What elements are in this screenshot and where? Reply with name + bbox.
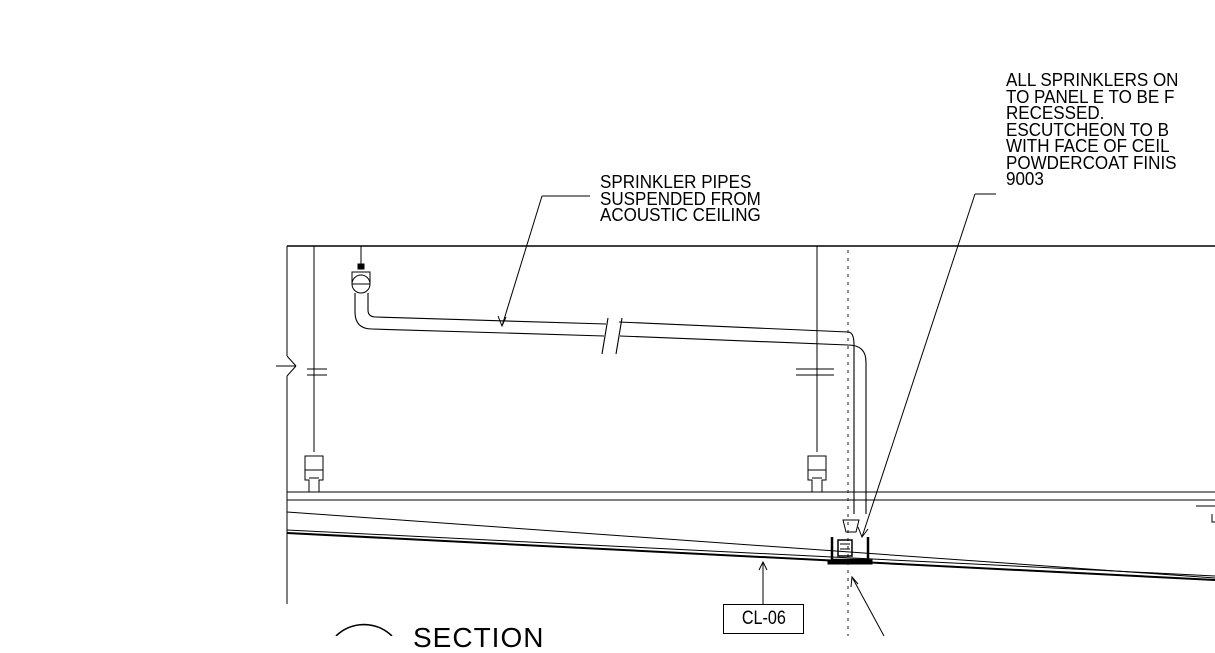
- leader-sprinklers: [857, 193, 996, 539]
- sprinkler-head: [827, 519, 873, 565]
- leader-escutcheon: [850, 575, 885, 636]
- note-line: TO PANEL E TO BE F: [1006, 85, 1175, 107]
- note-line: RECESSED.: [1006, 102, 1105, 123]
- note-line: SUSPENDED FROM: [600, 187, 761, 209]
- note-all-sprinklers: ALL SPRINKLERS ON TO PANEL E TO BE F REC…: [1006, 69, 1179, 189]
- section-drawing: [276, 193, 1215, 636]
- sprinkler-pipe: [354, 293, 867, 514]
- hanger-wire-right: [796, 246, 834, 452]
- hanger-wire-left: [307, 246, 327, 452]
- note-line: POWDERCOAT FINIS: [1006, 151, 1177, 173]
- note-line: ACOUSTIC CEILING: [600, 204, 761, 225]
- note-line: WITH FACE OF CEIL: [1006, 135, 1170, 156]
- pipe-support: [351, 246, 371, 294]
- leader-tag: [758, 560, 768, 604]
- section-title: SECTION: [413, 622, 545, 653]
- hanger-clip-right: [807, 455, 827, 493]
- ceiling-panel: [286, 491, 1215, 581]
- left-wall-break: [276, 246, 297, 604]
- note-line: 9003: [1006, 168, 1044, 189]
- material-tag-label: CL-06: [741, 608, 786, 629]
- hanger-clip-left: [304, 455, 324, 493]
- note-line: ALL SPRINKLERS ON: [1006, 69, 1179, 90]
- note-sprinkler-pipes: SPRINKLER PIPES SUSPENDED FROM ACOUSTIC …: [600, 171, 761, 225]
- section-marker: [335, 623, 393, 636]
- material-tag: CL-06: [723, 604, 804, 634]
- note-line: ESCUTCHEON TO B: [1006, 118, 1169, 140]
- note-line: SPRINKLER PIPES: [600, 171, 752, 192]
- leader-pipes: [497, 195, 590, 328]
